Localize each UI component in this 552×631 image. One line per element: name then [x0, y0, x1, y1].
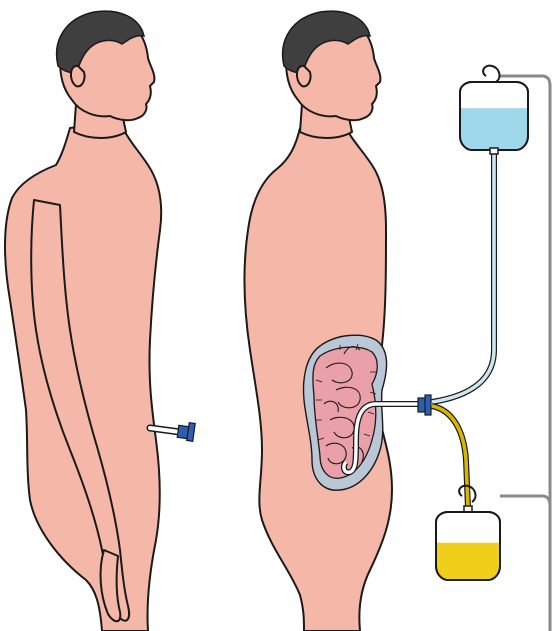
- tubing: [432, 150, 494, 508]
- left-figure: [5, 11, 195, 631]
- top-bag-fluid: [461, 108, 527, 149]
- top-bag-hook: [483, 66, 499, 82]
- top-bag-port: [490, 148, 498, 154]
- abdominal-cavity: [304, 335, 420, 490]
- right-catheter-connector: [418, 395, 431, 415]
- drain-tube: [432, 406, 468, 508]
- left-body: [5, 126, 161, 631]
- dialysate-bag: [460, 66, 528, 154]
- inflow-tube: [432, 150, 494, 402]
- right-figure: [244, 11, 431, 631]
- iv-stand: [500, 76, 550, 631]
- bottom-bag-fluid: [437, 543, 499, 579]
